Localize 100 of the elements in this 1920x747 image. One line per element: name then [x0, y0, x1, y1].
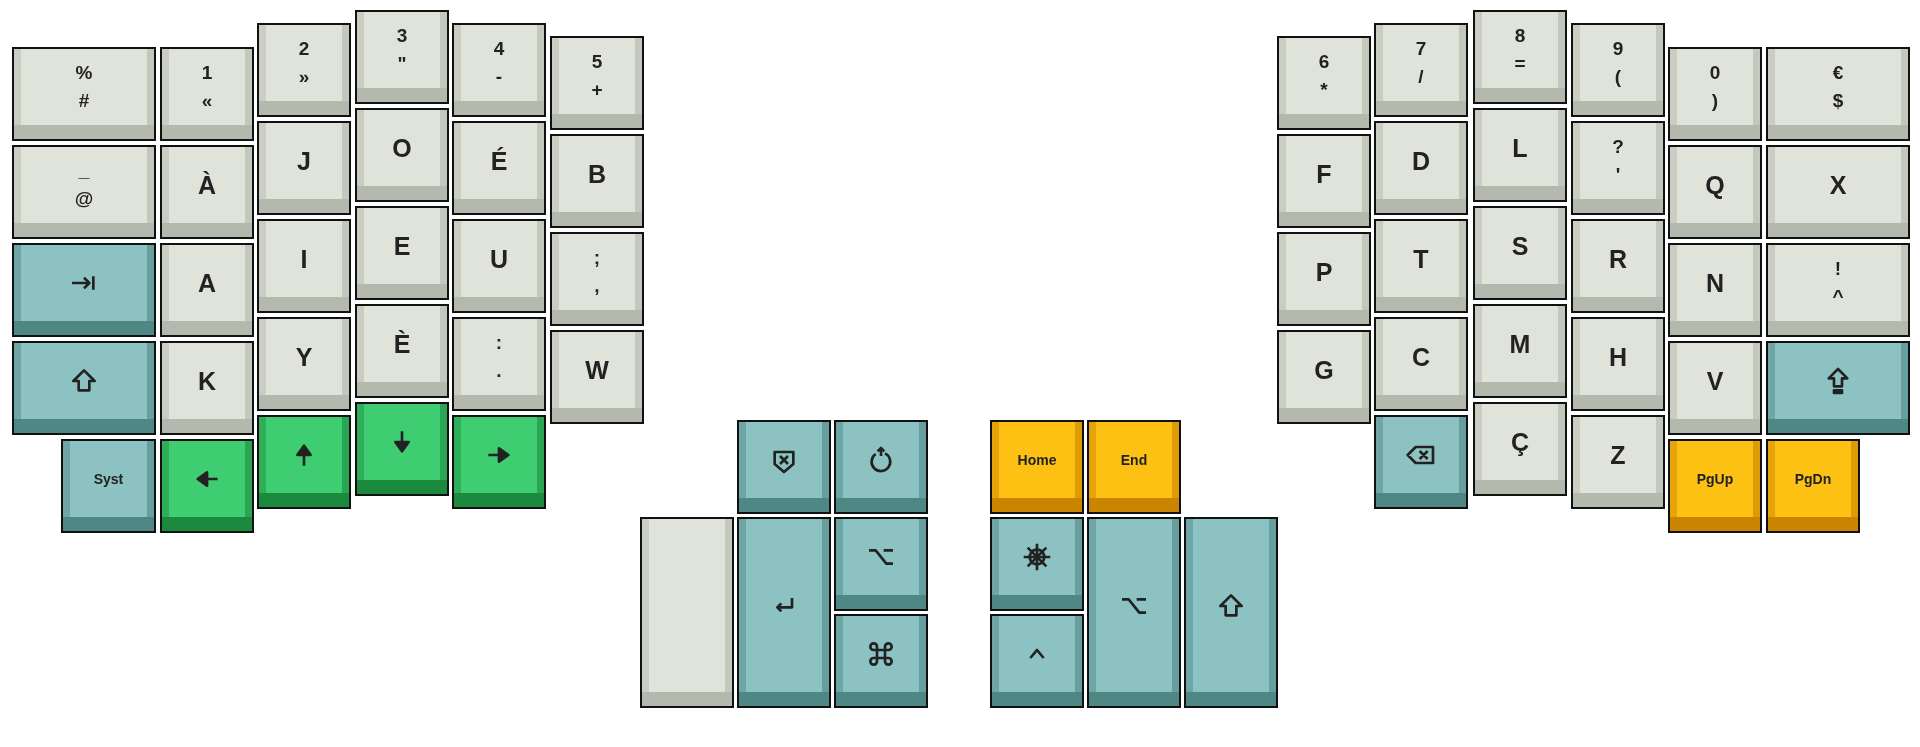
keycap [550, 134, 644, 228]
keycap [452, 317, 546, 411]
keycap [550, 232, 644, 326]
key-legend: ( [1614, 66, 1622, 88]
keycap [12, 341, 156, 435]
keycap [737, 517, 831, 708]
key-legend: È [393, 329, 411, 359]
key-legend: À [197, 170, 217, 200]
key-legend: E [393, 231, 411, 261]
keycap [990, 614, 1084, 708]
key-legend: ! [1834, 258, 1842, 280]
key-legend: . [496, 360, 502, 382]
key-legend: B [587, 159, 607, 189]
key-legend: K [197, 366, 217, 396]
key-legend: Home [1017, 451, 1057, 469]
keycap [834, 420, 928, 514]
keycap [1571, 415, 1665, 509]
key-legend: / [1418, 66, 1424, 88]
key-legend: W [585, 355, 609, 385]
key-legend: $ [1832, 90, 1844, 112]
key-legend: , [594, 275, 600, 297]
keycap [1766, 439, 1860, 533]
keycap [1277, 330, 1371, 424]
keycap [1668, 439, 1762, 533]
key-legend: G [1314, 355, 1334, 385]
keycap [1668, 243, 1762, 337]
key-legend: U [489, 244, 509, 274]
keycap [257, 219, 351, 313]
keycap [1374, 121, 1468, 215]
keycap [160, 439, 254, 533]
keycap [990, 517, 1084, 611]
keycap [1571, 121, 1665, 215]
keycap [640, 517, 734, 708]
keycap [1668, 341, 1762, 435]
keycap [160, 243, 254, 337]
key-legend: 2 [298, 38, 310, 60]
key-legend: P [1315, 257, 1333, 287]
keycap [1668, 145, 1762, 239]
key-legend: End [1120, 451, 1148, 469]
keycap [355, 108, 449, 202]
key-legend: " [397, 53, 407, 75]
key-legend: % [75, 62, 93, 84]
key-legend: D [1411, 146, 1431, 176]
key-legend: ) [1711, 90, 1719, 112]
keycap [1571, 317, 1665, 411]
keycap [160, 145, 254, 239]
key-legend: « [201, 90, 213, 112]
key-legend: : [495, 332, 503, 354]
key-legend: = [1514, 53, 1526, 75]
keycap [1571, 23, 1665, 117]
key-legend: 0 [1709, 62, 1721, 84]
keycap [257, 415, 351, 509]
keycap [990, 420, 1084, 514]
keycap [257, 317, 351, 411]
key-legend: Q [1705, 170, 1725, 200]
keycap [452, 121, 546, 215]
keycap [1374, 23, 1468, 117]
key-legend: € [1832, 62, 1844, 84]
key-legend: Z [1610, 440, 1626, 470]
keycap [1473, 402, 1567, 496]
keycap [12, 47, 156, 141]
key-legend: @ [74, 188, 94, 210]
keycap [12, 145, 156, 239]
key-legend: N [1705, 268, 1725, 298]
keycap [1473, 108, 1567, 202]
keycap [1087, 420, 1181, 514]
keycap [1374, 415, 1468, 509]
key-legend: 6 [1318, 51, 1330, 73]
keycap [1473, 10, 1567, 104]
key-legend: Y [295, 342, 313, 372]
keycap [834, 517, 928, 611]
keycap [452, 219, 546, 313]
keycap [1473, 206, 1567, 300]
key-legend: * [1320, 79, 1328, 101]
key-legend: I [300, 244, 308, 274]
key-legend: ; [593, 247, 601, 269]
key-legend: T [1413, 244, 1429, 274]
key-legend: M [1509, 329, 1531, 359]
keycap [160, 47, 254, 141]
keycap [1277, 232, 1371, 326]
key-legend: 4 [493, 38, 505, 60]
key-legend: Ç [1510, 427, 1530, 457]
key-legend: A [197, 268, 217, 298]
key-legend: J [297, 146, 311, 176]
keycap [355, 10, 449, 104]
keycap [355, 206, 449, 300]
key-legend: - [495, 66, 503, 88]
key-legend: ^ [1832, 286, 1844, 308]
key-legend: O [392, 133, 412, 163]
keycap [1277, 36, 1371, 130]
keycap [355, 304, 449, 398]
key-legend: S [1511, 231, 1529, 261]
key-legend: 1 [201, 62, 213, 84]
keycap [452, 415, 546, 509]
keycap [12, 243, 156, 337]
keycap [1087, 517, 1181, 708]
key-legend: Syst [93, 470, 124, 488]
key-legend: » [298, 66, 310, 88]
key-legend: C [1411, 342, 1431, 372]
keycap [355, 402, 449, 496]
